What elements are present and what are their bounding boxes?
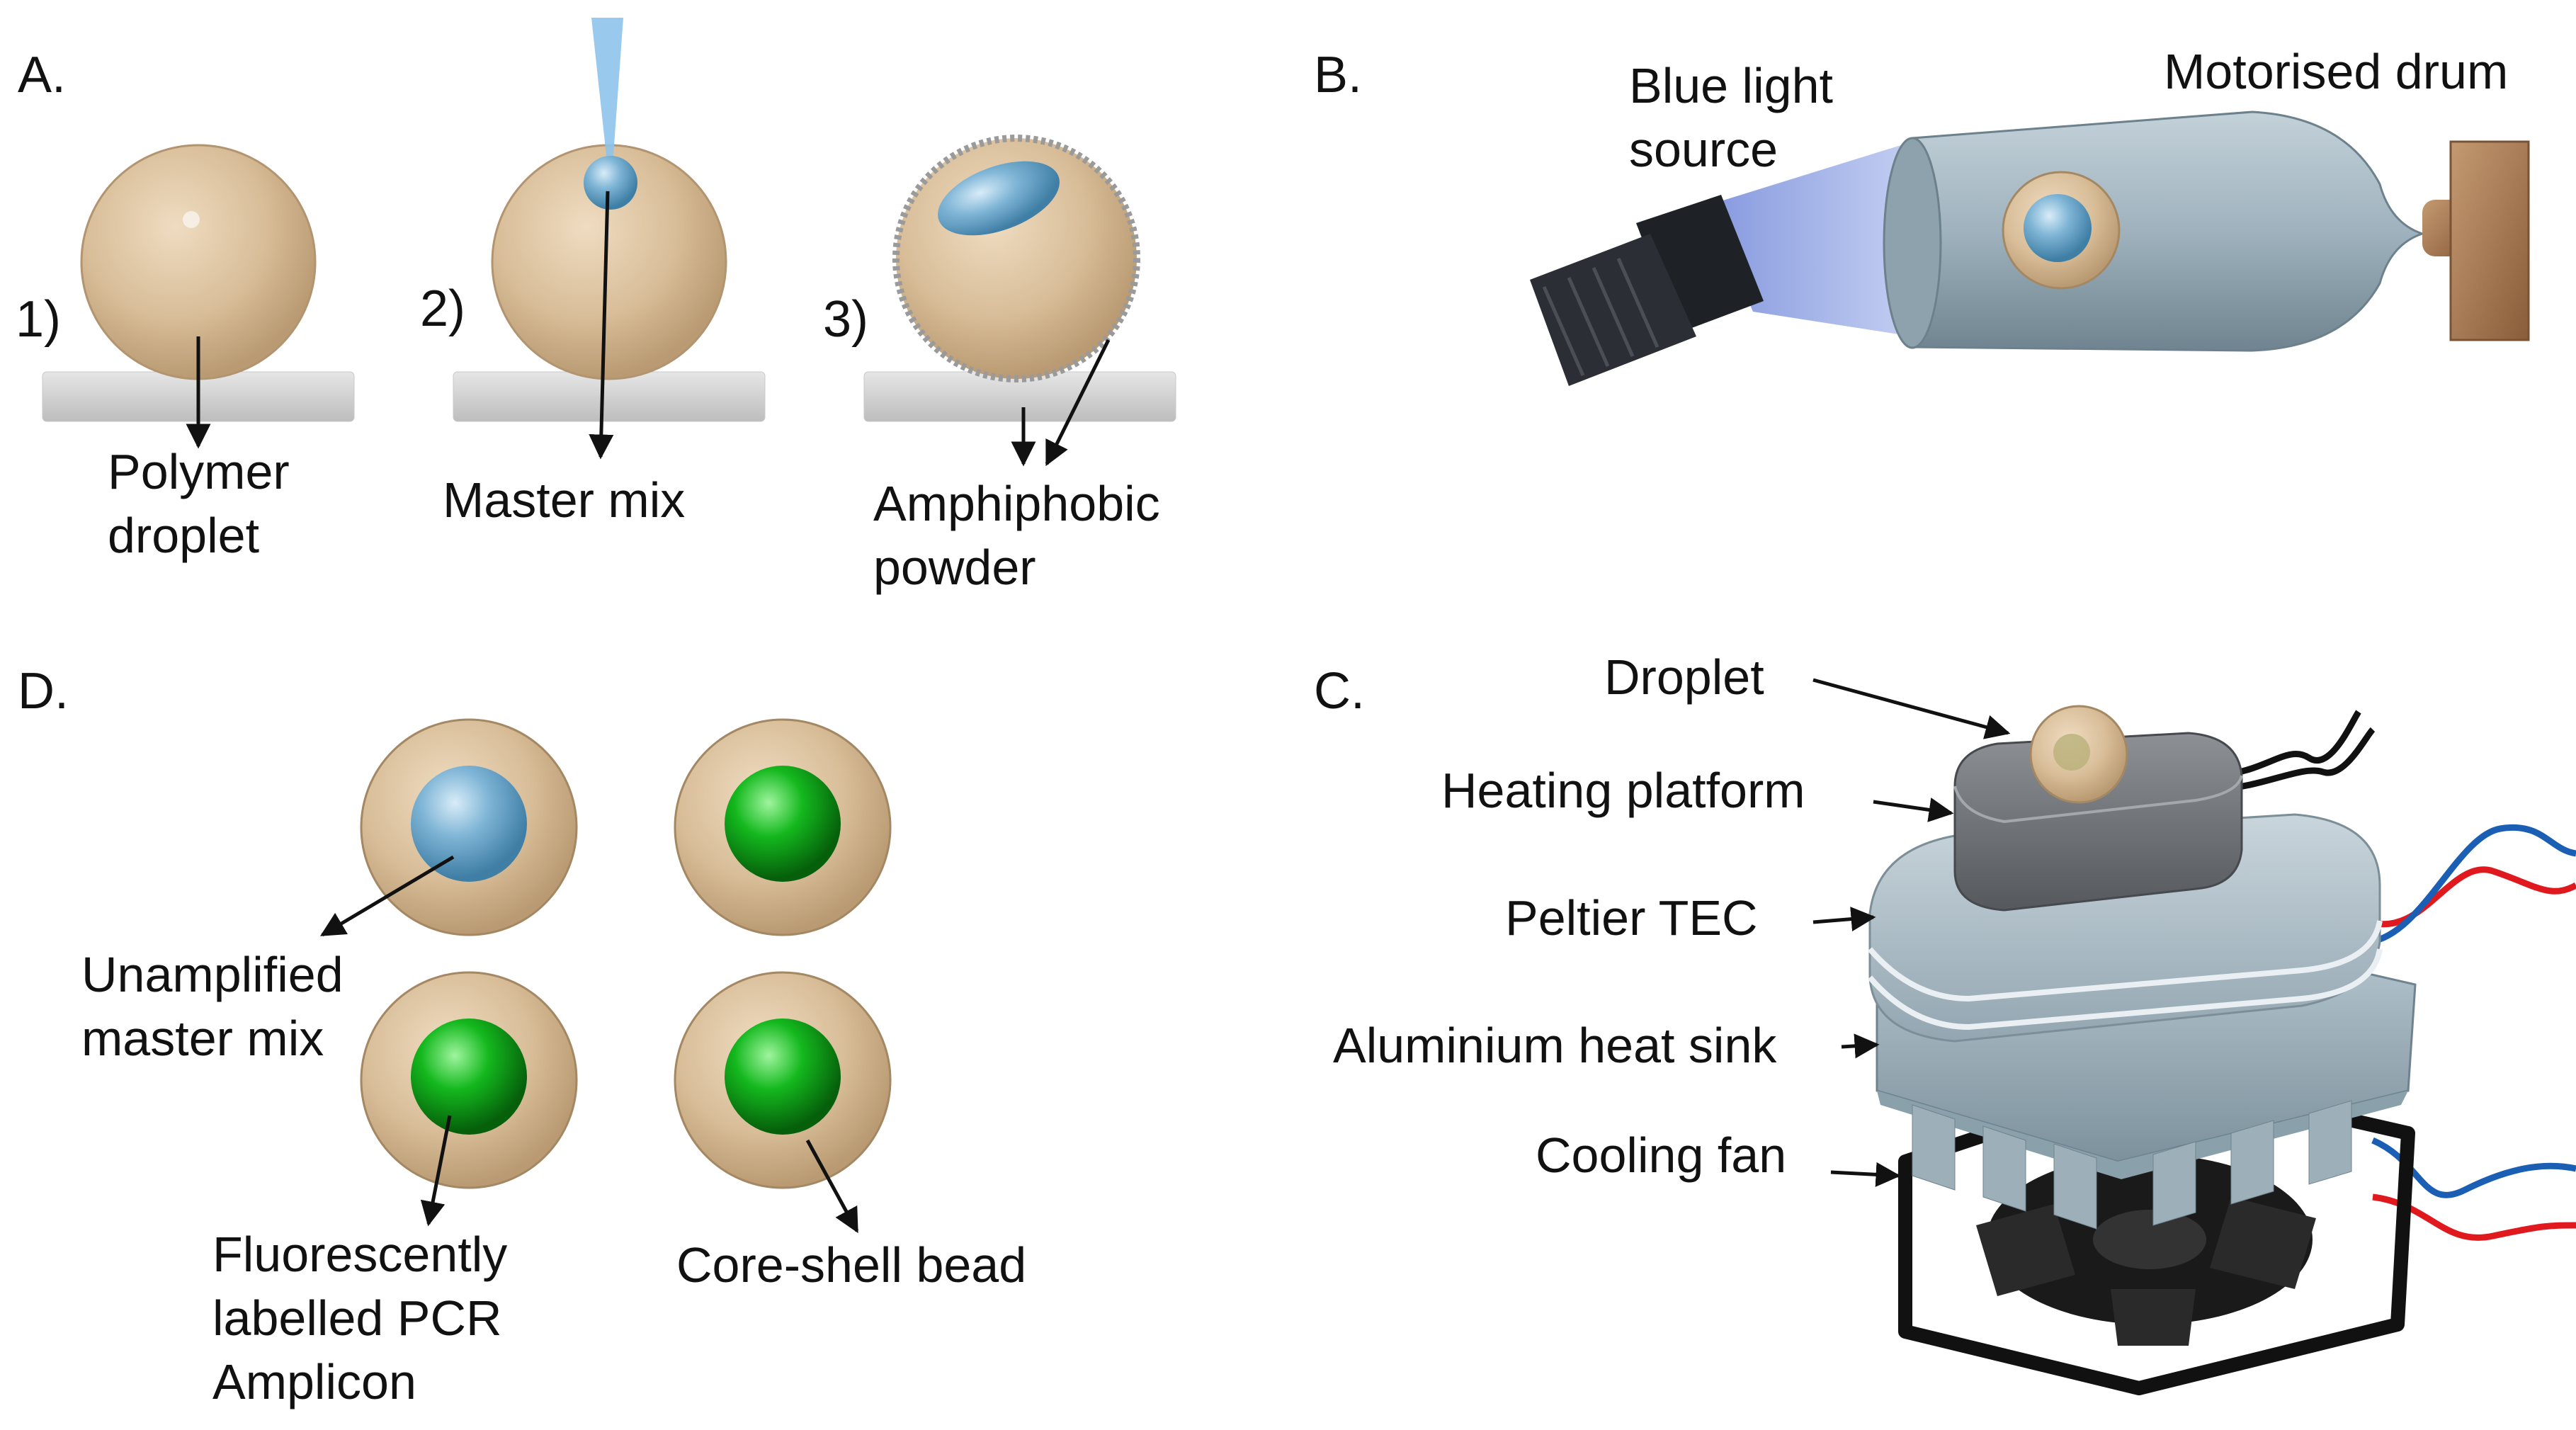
- step-3-label: 3): [823, 291, 868, 348]
- panel-a-letter: A.: [18, 47, 66, 103]
- label-amphiphobic-line1: Amphiphobic: [873, 476, 1160, 531]
- highlight-1: [183, 211, 200, 228]
- panel-d: D. Unamplified master mix Fluorescently …: [18, 663, 1026, 1409]
- label-fluorescent-line2: labelled PCR: [212, 1290, 502, 1346]
- arrow-peltier: [1812, 907, 1876, 932]
- arrow-cooling-fan: [1830, 1162, 1901, 1187]
- heating-platform-icon: [1953, 732, 2243, 912]
- label-heating-platform: Heating platform: [1441, 763, 1805, 818]
- label-unamplified-line1: Unamplified: [81, 947, 344, 1002]
- master-mix-layer: [938, 161, 1060, 236]
- label-master-mix: Master mix: [443, 472, 685, 528]
- arrow-amphiphobic-2: [1045, 339, 1111, 467]
- pipette-tip-icon: [591, 18, 623, 195]
- label-fluorescent-line1: Fluorescently: [212, 1227, 507, 1282]
- label-blue-light-line2: source: [1629, 122, 1778, 177]
- bead-amplified-core-1: [725, 766, 841, 882]
- label-polymer-line2: droplet: [108, 508, 259, 563]
- arrow-unamplified: [319, 855, 455, 937]
- blue-light-source-icon: [1530, 195, 1764, 386]
- bead-amplified-core-2: [411, 1018, 527, 1135]
- label-cooling-fan: Cooling fan: [1536, 1128, 1786, 1183]
- panel-c-letter: C.: [1314, 663, 1365, 720]
- label-peltier: Peltier TEC: [1505, 890, 1758, 946]
- wire-red-top: [2364, 866, 2576, 928]
- arrow-heat-sink: [1841, 1033, 1880, 1059]
- label-motorised-drum: Motorised drum: [2164, 44, 2508, 99]
- step-1-label: 1): [16, 291, 61, 348]
- arrow-fluorescent: [420, 1115, 452, 1227]
- motorised-drum-icon: [1883, 110, 2530, 352]
- label-polymer-line1: Polymer: [108, 444, 290, 499]
- panel-d-letter: D.: [18, 663, 69, 720]
- wire-black-2: [2216, 727, 2376, 793]
- label-blue-light-line1: Blue light: [1629, 58, 1833, 113]
- label-core-shell: Core-shell bead: [676, 1237, 1026, 1293]
- panel-b: B. Blue light source Motorised drum: [1314, 44, 2530, 386]
- label-droplet: Droplet: [1604, 649, 1764, 705]
- wire-black: [2216, 710, 2361, 779]
- master-mix-drop: [584, 156, 637, 210]
- panel-b-letter: B.: [1314, 47, 1362, 103]
- droplet-core: [2053, 734, 2090, 771]
- label-fluorescent-line3: Amplicon: [212, 1354, 416, 1409]
- arrow-heating-platform: [1873, 798, 1954, 822]
- label-heat-sink: Aluminium heat sink: [1333, 1018, 1777, 1073]
- platform-3: [863, 371, 1176, 422]
- arrow-droplet: [1812, 678, 2011, 739]
- panel-a: A. 1) Polymer droplet 2) Master mix 3) A…: [16, 18, 1176, 595]
- arrow-core-shell: [805, 1139, 859, 1234]
- bead-amplified-core-3: [725, 1018, 841, 1135]
- label-amphiphobic-line2: powder: [873, 540, 1036, 595]
- wire-blue-top: [2368, 824, 2576, 946]
- bead-unamplified-core: [411, 766, 527, 882]
- arrow-master-mix: [589, 191, 614, 460]
- label-unamplified-line2: master mix: [81, 1011, 324, 1066]
- panel-c: C.: [1314, 649, 2576, 1395]
- step-2-label: 2): [420, 280, 465, 337]
